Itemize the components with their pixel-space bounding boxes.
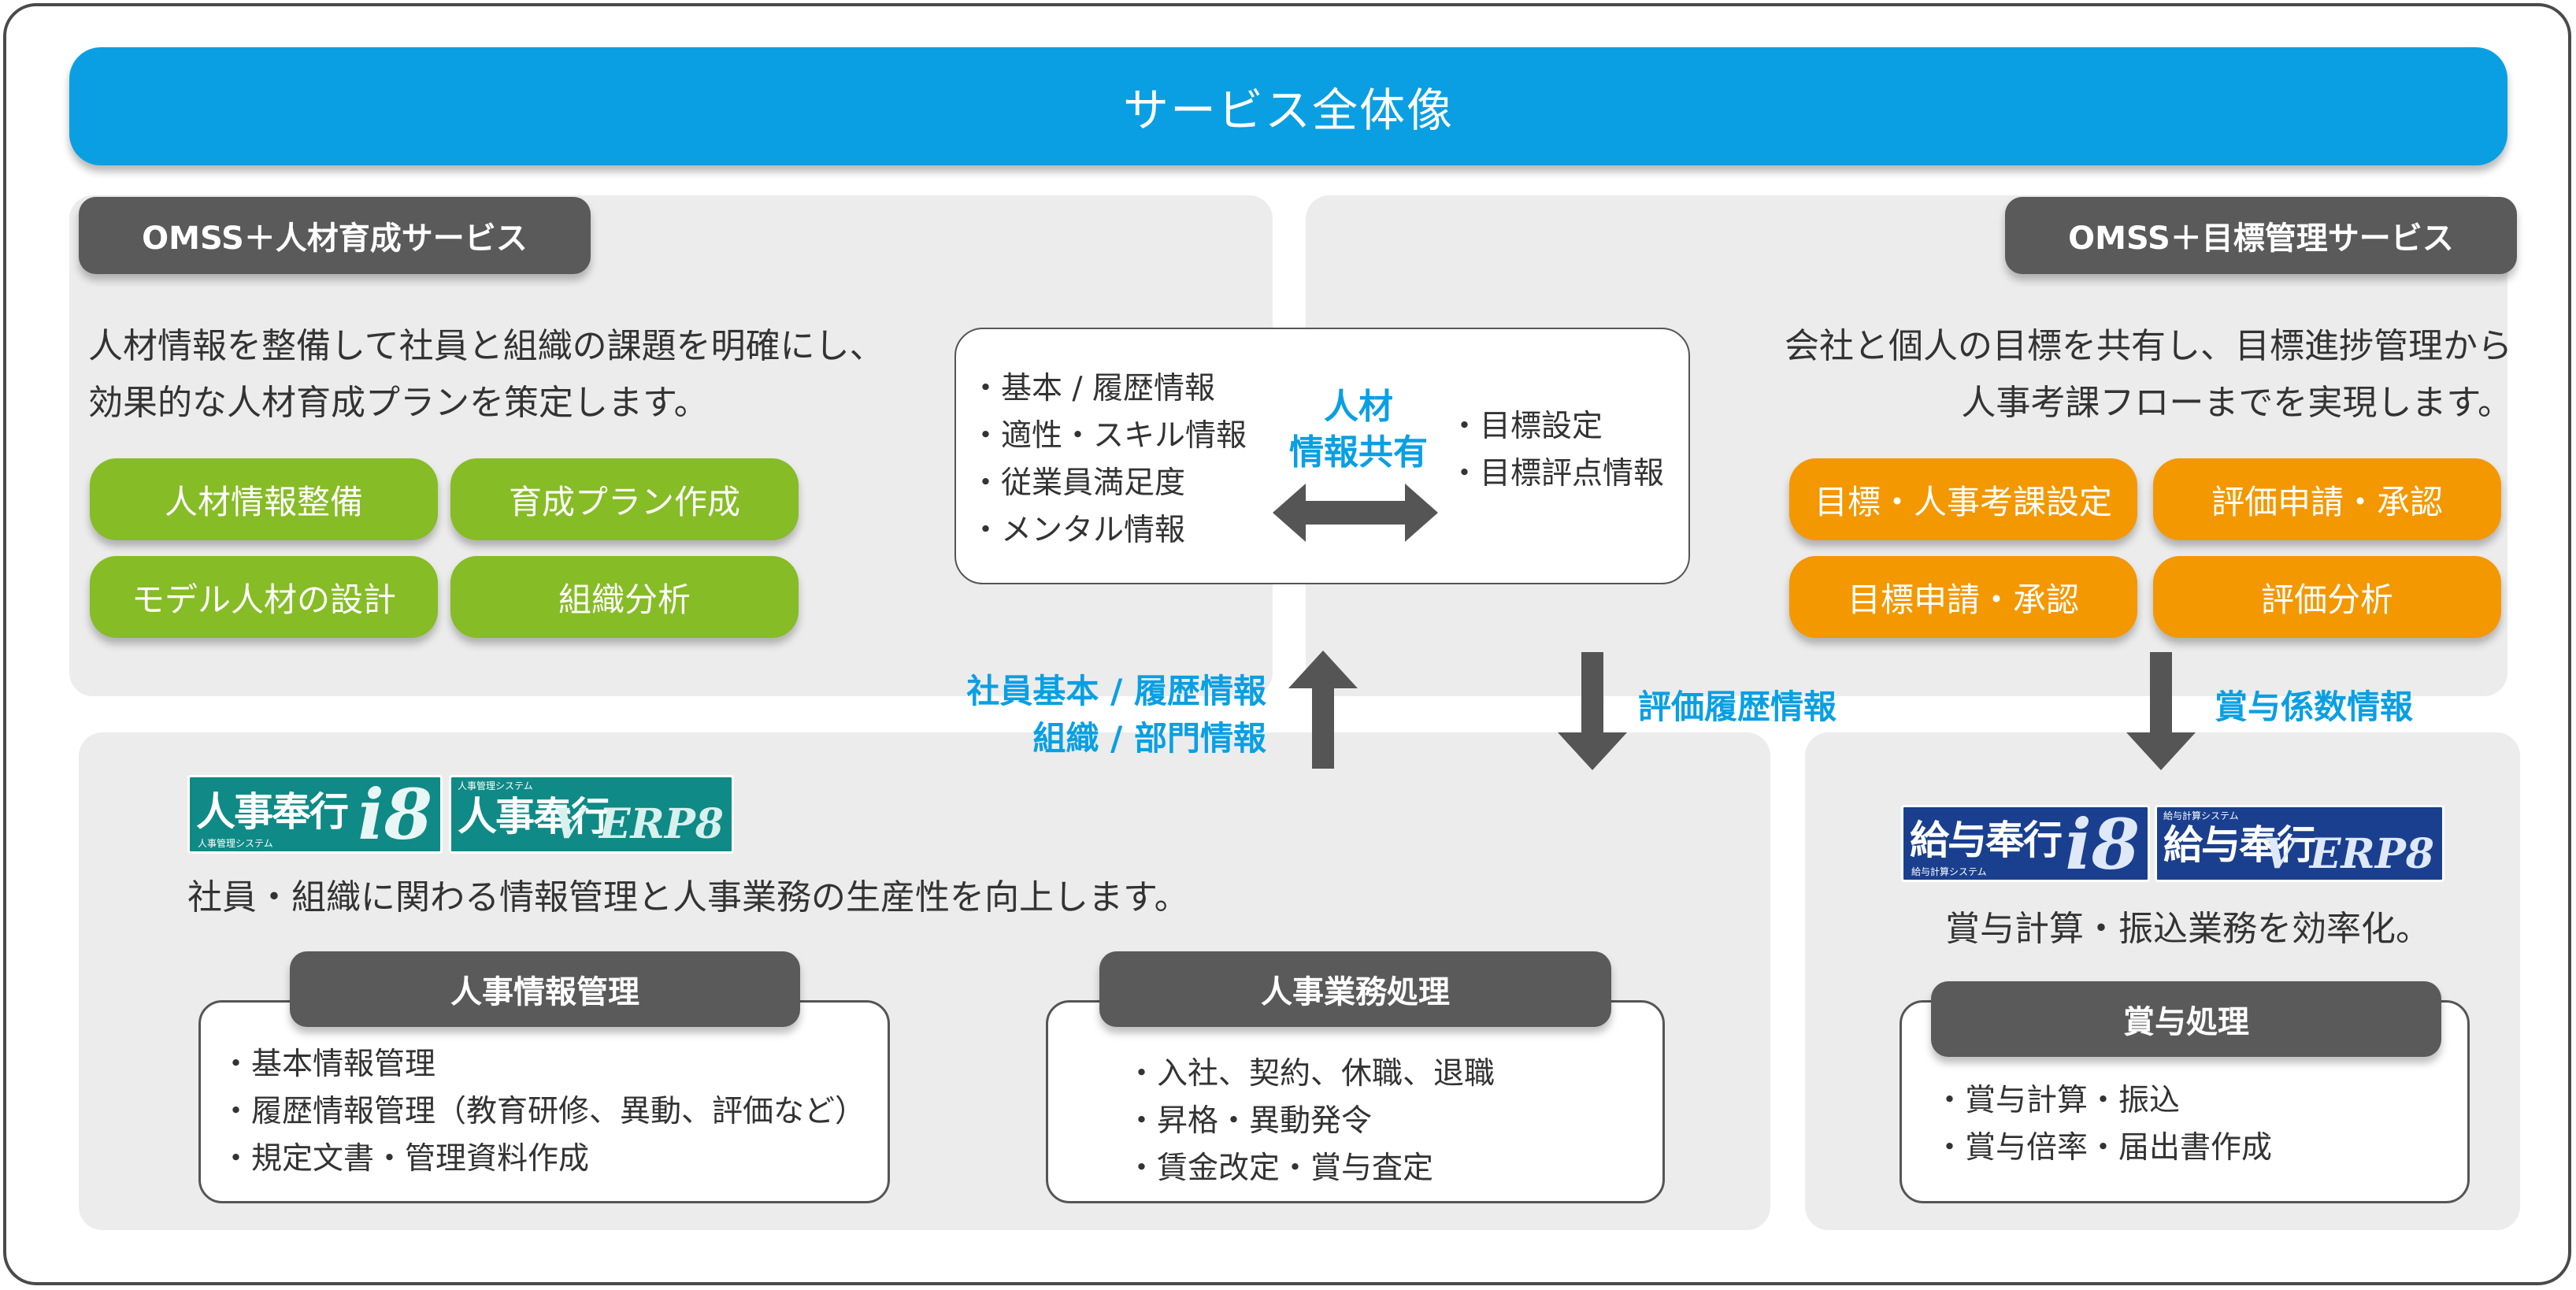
share-center-label: 人材 情報共有 <box>1289 387 1428 473</box>
goal-management-desc: 会社と個人の目標を共有し、目標進捗管理から 人事考課フローまでを実現します。 <box>1785 326 2512 423</box>
down-flow-label: 評価履歴情報 <box>1638 688 1837 726</box>
pill-hyoka-shinsei: 評価申請・承認 <box>2153 458 2501 540</box>
bonus-down-arrow-icon <box>2126 652 2196 770</box>
up-flow-label: 社員基本 / 履歴情報 組織 / 部門情報 <box>966 672 1266 758</box>
jinji-work-list: 入社、契約、休職、退職 昇格・異動発令 賃金改定・賞与査定 <box>1126 1051 1495 1192</box>
bonus-list: 賞与計算・振込 賞与倍率・届出書作成 <box>1934 1077 2272 1172</box>
goal-management-tag: OMSS＋目標管理サービス <box>2005 197 2517 274</box>
pill-model-jinzai: モデル人材の設計 <box>90 556 438 638</box>
double-arrow-icon <box>1273 484 1438 542</box>
pill-ikusei-plan: 育成プラン作成 <box>450 458 799 540</box>
pill-hyoka-bunseki: 評価分析 <box>2153 556 2501 638</box>
bonus-flow-label: 賞与係数情報 <box>2215 688 2414 726</box>
pill-mokuhyo-settei: 目標・人事考課設定 <box>1789 458 2137 540</box>
share-right-list: 目標設定 目標評点情報 <box>1449 403 1664 498</box>
kyuyo-bugyo-verp-logo: 給与計算システム 給与奉行 V ERP8 <box>2155 805 2444 882</box>
bonus-tag: 賞与処理 <box>1931 981 2441 1057</box>
kyuyo-desc: 賞与計算・振込業務を効率化。 <box>1945 909 2430 949</box>
jinji-info-list: 基本情報管理 履歴情報管理（教育研修、異動、評価など） 規定文書・管理資料作成 <box>221 1041 865 1183</box>
kyuyo-bugyo-i8-logo: 給与奉行 給与計算システム i8 <box>1901 805 2150 882</box>
share-left-list: 基本 / 履歴情報 適性・スキル情報 従業員満足度 メンタル情報 <box>970 365 1247 554</box>
jinji-desc: 社員・組織に関わる情報管理と人事業務の生産性を向上します。 <box>187 877 1189 917</box>
pill-soshiki-bunseki: 組織分析 <box>450 556 799 638</box>
jinji-bugyo-i8-logo: 人事奉行 人事管理システム i8 <box>187 775 443 854</box>
page-title: サービス全体像 <box>69 47 2507 165</box>
jinji-bugyo-verp-logo: 人事管理システム 人事奉行 V ERP8 <box>449 775 734 854</box>
jinji-info-tag: 人事情報管理 <box>290 951 800 1027</box>
hr-development-desc: 人材情報を整備して社員と組織の課題を明確にし、 効果的な人材育成プランを策定しま… <box>88 326 884 423</box>
up-arrow-icon <box>1288 651 1358 769</box>
hr-development-tag: OMSS＋人材育成サービス <box>79 197 591 274</box>
pill-mokuhyo-shinsei: 目標申請・承認 <box>1789 556 2137 638</box>
jinji-work-tag: 人事業務処理 <box>1099 951 1611 1027</box>
down-arrow-icon <box>1558 652 1627 770</box>
pill-jinzai-info: 人材情報整備 <box>90 458 438 540</box>
